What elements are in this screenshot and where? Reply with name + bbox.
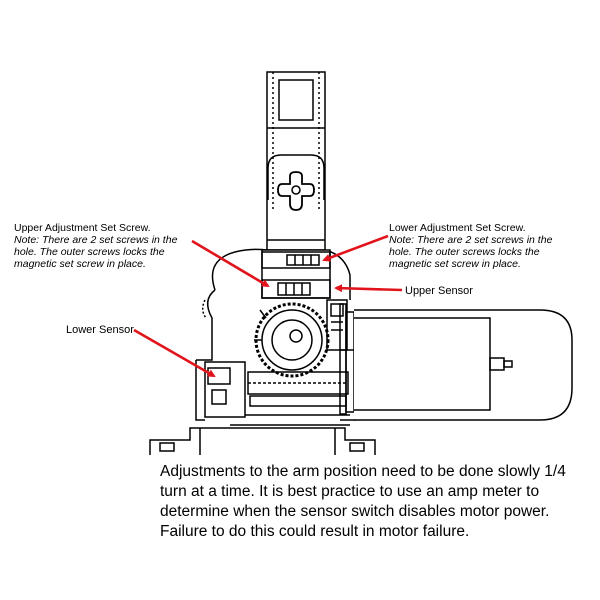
upper-set-screw-label: Upper Adjustment Set Screw. Note: There … xyxy=(14,222,192,270)
instruction-text: Adjustments to the arm position need to … xyxy=(160,463,566,540)
lower-set-screw-note: Note: There are 2 set screws in the hole… xyxy=(389,234,553,270)
lower-set-screw-title: Lower Adjustment Set Screw. xyxy=(389,222,526,234)
cross-knob-icon xyxy=(277,171,315,211)
drive-gear xyxy=(254,302,330,378)
upper-sensor xyxy=(326,299,348,351)
base-plate xyxy=(149,427,376,455)
arm-rail xyxy=(266,71,326,251)
body-housing xyxy=(196,248,351,361)
lower-set-screw-arrow xyxy=(322,234,389,262)
upper-set-screw-title: Upper Adjustment Set Screw. xyxy=(14,222,151,234)
upper-set-screw-note: Note: There are 2 set screws in the hole… xyxy=(14,234,178,270)
motor-body xyxy=(339,303,573,421)
lower-sensor-arrow xyxy=(133,328,216,378)
upper-sensor-label: Upper Sensor xyxy=(405,285,473,297)
upper-set-screw-arrow xyxy=(191,239,270,288)
lower-set-screw-label: Lower Adjustment Set Screw. Note: There … xyxy=(389,222,561,270)
upper-sensor-arrow xyxy=(334,284,403,293)
lower-sensor-label: Lower Sensor xyxy=(66,324,134,336)
